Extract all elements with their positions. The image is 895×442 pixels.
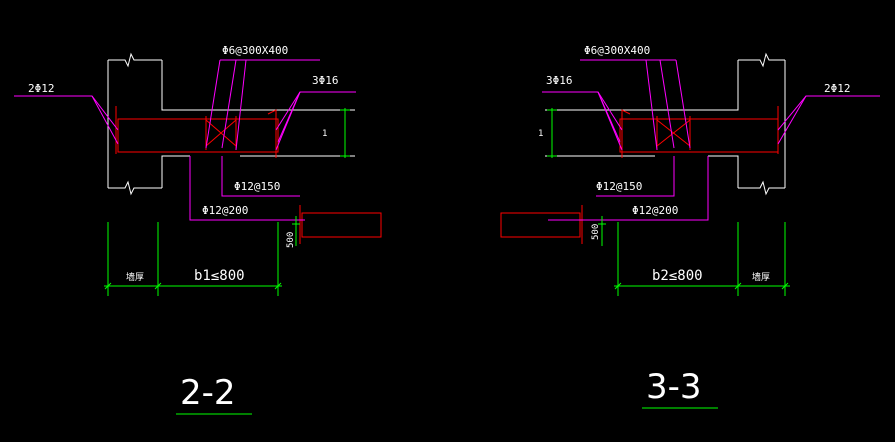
left-section-title: 2-2 <box>180 373 236 413</box>
left-top-bar-label: 2Φ12 <box>28 82 55 95</box>
left-dimensions <box>104 108 350 415</box>
right-bottom-bar-1-label: Φ12@150 <box>596 180 642 193</box>
right-depth-label: 500 <box>591 224 601 240</box>
right-width-label: b2≤800 <box>652 268 703 284</box>
right-bottom-bar-2-label: Φ12@200 <box>632 204 678 217</box>
right-stirrup-label: Φ6@300X400 <box>584 44 650 57</box>
left-side-bar-label: 3Φ16 <box>312 74 339 87</box>
left-bottom-bar-2-label: Φ12@200 <box>202 204 248 217</box>
right-section-title: 3-3 <box>646 367 702 407</box>
left-depth-label: 500 <box>286 232 296 248</box>
left-marker-label: 1 <box>322 129 327 139</box>
right-wall-outline <box>545 52 786 196</box>
right-marker-label: 1 <box>538 129 543 139</box>
right-top-bar-label: 2Φ12 <box>824 82 851 95</box>
left-rebar <box>115 106 382 244</box>
left-stirrup-label: Φ6@300X400 <box>222 44 288 57</box>
left-bottom-bar-1-label: Φ12@150 <box>234 180 280 193</box>
left-wall-label: 墙厚 <box>126 271 144 283</box>
right-dimensions <box>547 108 790 409</box>
right-detail: 2Φ12 Φ6@300X400 3Φ16 Φ12@150 Φ12@200 1 5… <box>500 44 880 409</box>
left-detail: 2Φ12 Φ6@300X400 3Φ16 Φ12@150 Φ12@200 1 5… <box>14 44 382 415</box>
right-side-bar-label: 3Φ16 <box>546 74 573 87</box>
left-width-label: b1≤800 <box>194 268 245 284</box>
right-leaders <box>542 59 880 221</box>
right-rebar <box>500 106 779 244</box>
left-wall-outline <box>107 52 355 196</box>
left-leaders <box>14 59 356 221</box>
right-wall-label: 墙厚 <box>752 271 770 283</box>
